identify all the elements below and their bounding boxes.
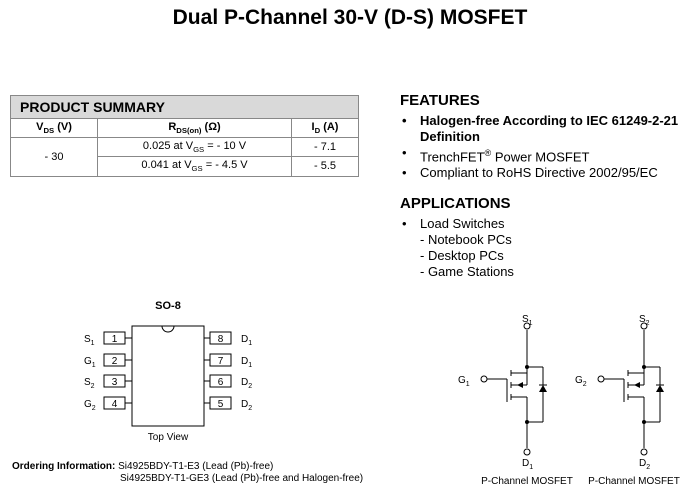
mosfet-schematic-1: S1 G1 D1 P-Channel MOSFET	[458, 314, 573, 487]
pin-5: 5 D2	[204, 396, 252, 412]
feature-item: Compliant to RoHS Directive 2002/95/EC	[400, 165, 695, 181]
pin-2: 2 G1	[84, 353, 132, 369]
application-subitem: - Desktop PCs	[420, 248, 504, 263]
pin-6: 6 D2	[204, 374, 252, 390]
pin1-notch	[161, 325, 175, 333]
pin-1: 1 S1	[84, 331, 132, 347]
applications-heading: APPLICATIONS	[400, 195, 511, 212]
svg-text:G2: G2	[84, 399, 96, 412]
id-row-1: - 7.1	[291, 137, 359, 158]
features-list: Halogen-free According to IEC 61249-2-21…	[400, 113, 695, 181]
svg-text:D1: D1	[241, 356, 252, 369]
svg-text:1: 1	[112, 334, 118, 345]
rds-row-2: 0.041 at VGS = - 4.5 V	[97, 156, 292, 177]
page-title: Dual P-Channel 30-V (D-S) MOSFET	[172, 6, 528, 29]
schematic-1-caption: P-Channel MOSFET	[481, 476, 573, 487]
application-subitem: - Game Stations	[420, 264, 514, 279]
svg-text:G1: G1	[84, 356, 96, 369]
feature-item: TrenchFET® Power MOSFET	[400, 145, 695, 165]
col-id: ID (A)	[291, 117, 359, 139]
ordering-label: Ordering Information:	[12, 461, 116, 472]
application-item: Load Switches	[400, 216, 680, 232]
svg-text:S1: S1	[84, 334, 95, 347]
application-subitem: - Notebook PCs	[420, 232, 512, 247]
mosfet-schematic-2: S2 G2 D2 P-Channel MOSFET	[575, 314, 680, 487]
rds-row-1: 0.025 at VGS = - 10 V	[97, 137, 292, 158]
svg-text:5: 5	[218, 399, 224, 410]
vds-value: - 30	[10, 137, 98, 177]
svg-text:G1: G1	[458, 375, 470, 388]
package-name: SO-8	[155, 300, 181, 312]
svg-text:4: 4	[112, 399, 118, 410]
svg-text:S1: S1	[522, 314, 533, 327]
svg-text:G2: G2	[575, 375, 587, 388]
ordering-line-2: Si4925BDY-T1-GE3 (Lead (Pb)-free and Hal…	[120, 473, 364, 484]
svg-text:D1: D1	[522, 458, 533, 471]
ordering-line-1: Si4925BDY-T1-E3 (Lead (Pb)-free)	[118, 461, 274, 472]
svg-text:7: 7	[218, 356, 224, 367]
product-summary-table: PRODUCT SUMMARY VDS (V) RDS(on) (Ω) ID (…	[10, 95, 359, 177]
svg-text:D2: D2	[241, 399, 252, 412]
package-body	[131, 325, 205, 427]
id-row-2: - 5.5	[291, 156, 359, 177]
feature-item: Halogen-free According to IEC 61249-2-21…	[400, 113, 695, 145]
svg-text:D2: D2	[639, 458, 650, 471]
svg-text:D2: D2	[241, 377, 252, 390]
ordering-information: Ordering Information: Si4925BDY-T1-E3 (L…	[12, 461, 363, 485]
svg-text:D1: D1	[241, 334, 252, 347]
schematic-2-caption: P-Channel MOSFET	[588, 476, 680, 487]
col-rds: RDS(on) (Ω)	[97, 117, 292, 139]
pin-7: 7 D1	[204, 353, 252, 369]
right-pins: 8 D1 7 D1 6 D2 5 D2	[204, 331, 252, 412]
product-summary-heading: PRODUCT SUMMARY	[10, 95, 359, 119]
pin-4: 4 G2	[84, 396, 132, 412]
svg-text:8: 8	[218, 334, 224, 345]
left-pins: 1 S1 2 G1 3 S2 4 G2	[84, 331, 132, 412]
applications-list: Load Switches - Notebook PCs - Desktop P…	[400, 216, 680, 280]
package-view-label: Top View	[148, 432, 189, 443]
svg-text:S2: S2	[84, 377, 95, 390]
svg-text:3: 3	[112, 377, 118, 388]
svg-text:S2: S2	[639, 314, 650, 327]
svg-text:6: 6	[218, 377, 224, 388]
col-vds: VDS (V)	[10, 117, 98, 139]
features-heading: FEATURES	[400, 92, 480, 109]
so8-package-diagram: SO-8 1 S1 2 G1 3 S2 4 G2	[84, 300, 252, 443]
pin-3: 3 S2	[84, 374, 132, 390]
pin-8: 8 D1	[204, 331, 252, 347]
svg-text:2: 2	[112, 356, 118, 367]
